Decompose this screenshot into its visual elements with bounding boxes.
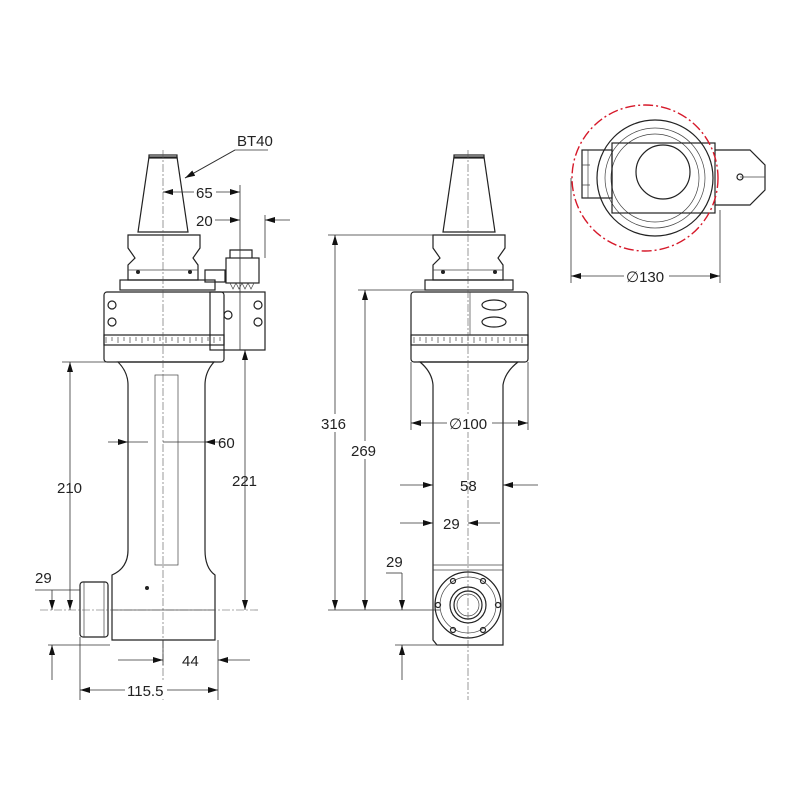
side-dimensions: BT40 65 20 60 210 221 29 44 115.5 (35, 133, 290, 700)
bt40-label: BT40 (237, 133, 273, 150)
dim-d100: ∅100 (449, 416, 487, 433)
dim-316: 316 (321, 416, 346, 433)
bt40-taper-front (442, 156, 496, 233)
front-dimensions: 316 269 ∅100 58 29 29 (320, 234, 538, 680)
dim-210: 210 (57, 480, 82, 497)
side-view (40, 150, 266, 700)
dim-60: 60 (218, 435, 235, 452)
dim-29-vertical: 29 (386, 554, 403, 571)
dim-29-side: 29 (35, 570, 52, 587)
column (111, 361, 216, 641)
dim-58: 58 (460, 478, 477, 495)
top-dimensions: ∅130 (570, 178, 721, 286)
angle-scale (103, 334, 225, 346)
dim-269: 269 (351, 443, 376, 460)
dim-20: 20 (196, 213, 213, 230)
top-view (571, 104, 766, 252)
dim-d130: ∅130 (626, 269, 664, 286)
flange (119, 234, 216, 291)
dim-29-horizontal: 29 (443, 516, 460, 533)
dim-115-5: 115.5 (127, 683, 163, 700)
dim-44: 44 (182, 653, 199, 670)
dim-65: 65 (196, 185, 213, 202)
swing-diameter-circle (571, 104, 719, 252)
dim-221: 221 (232, 473, 257, 490)
collet-nut (79, 581, 109, 638)
front-view (410, 150, 529, 700)
